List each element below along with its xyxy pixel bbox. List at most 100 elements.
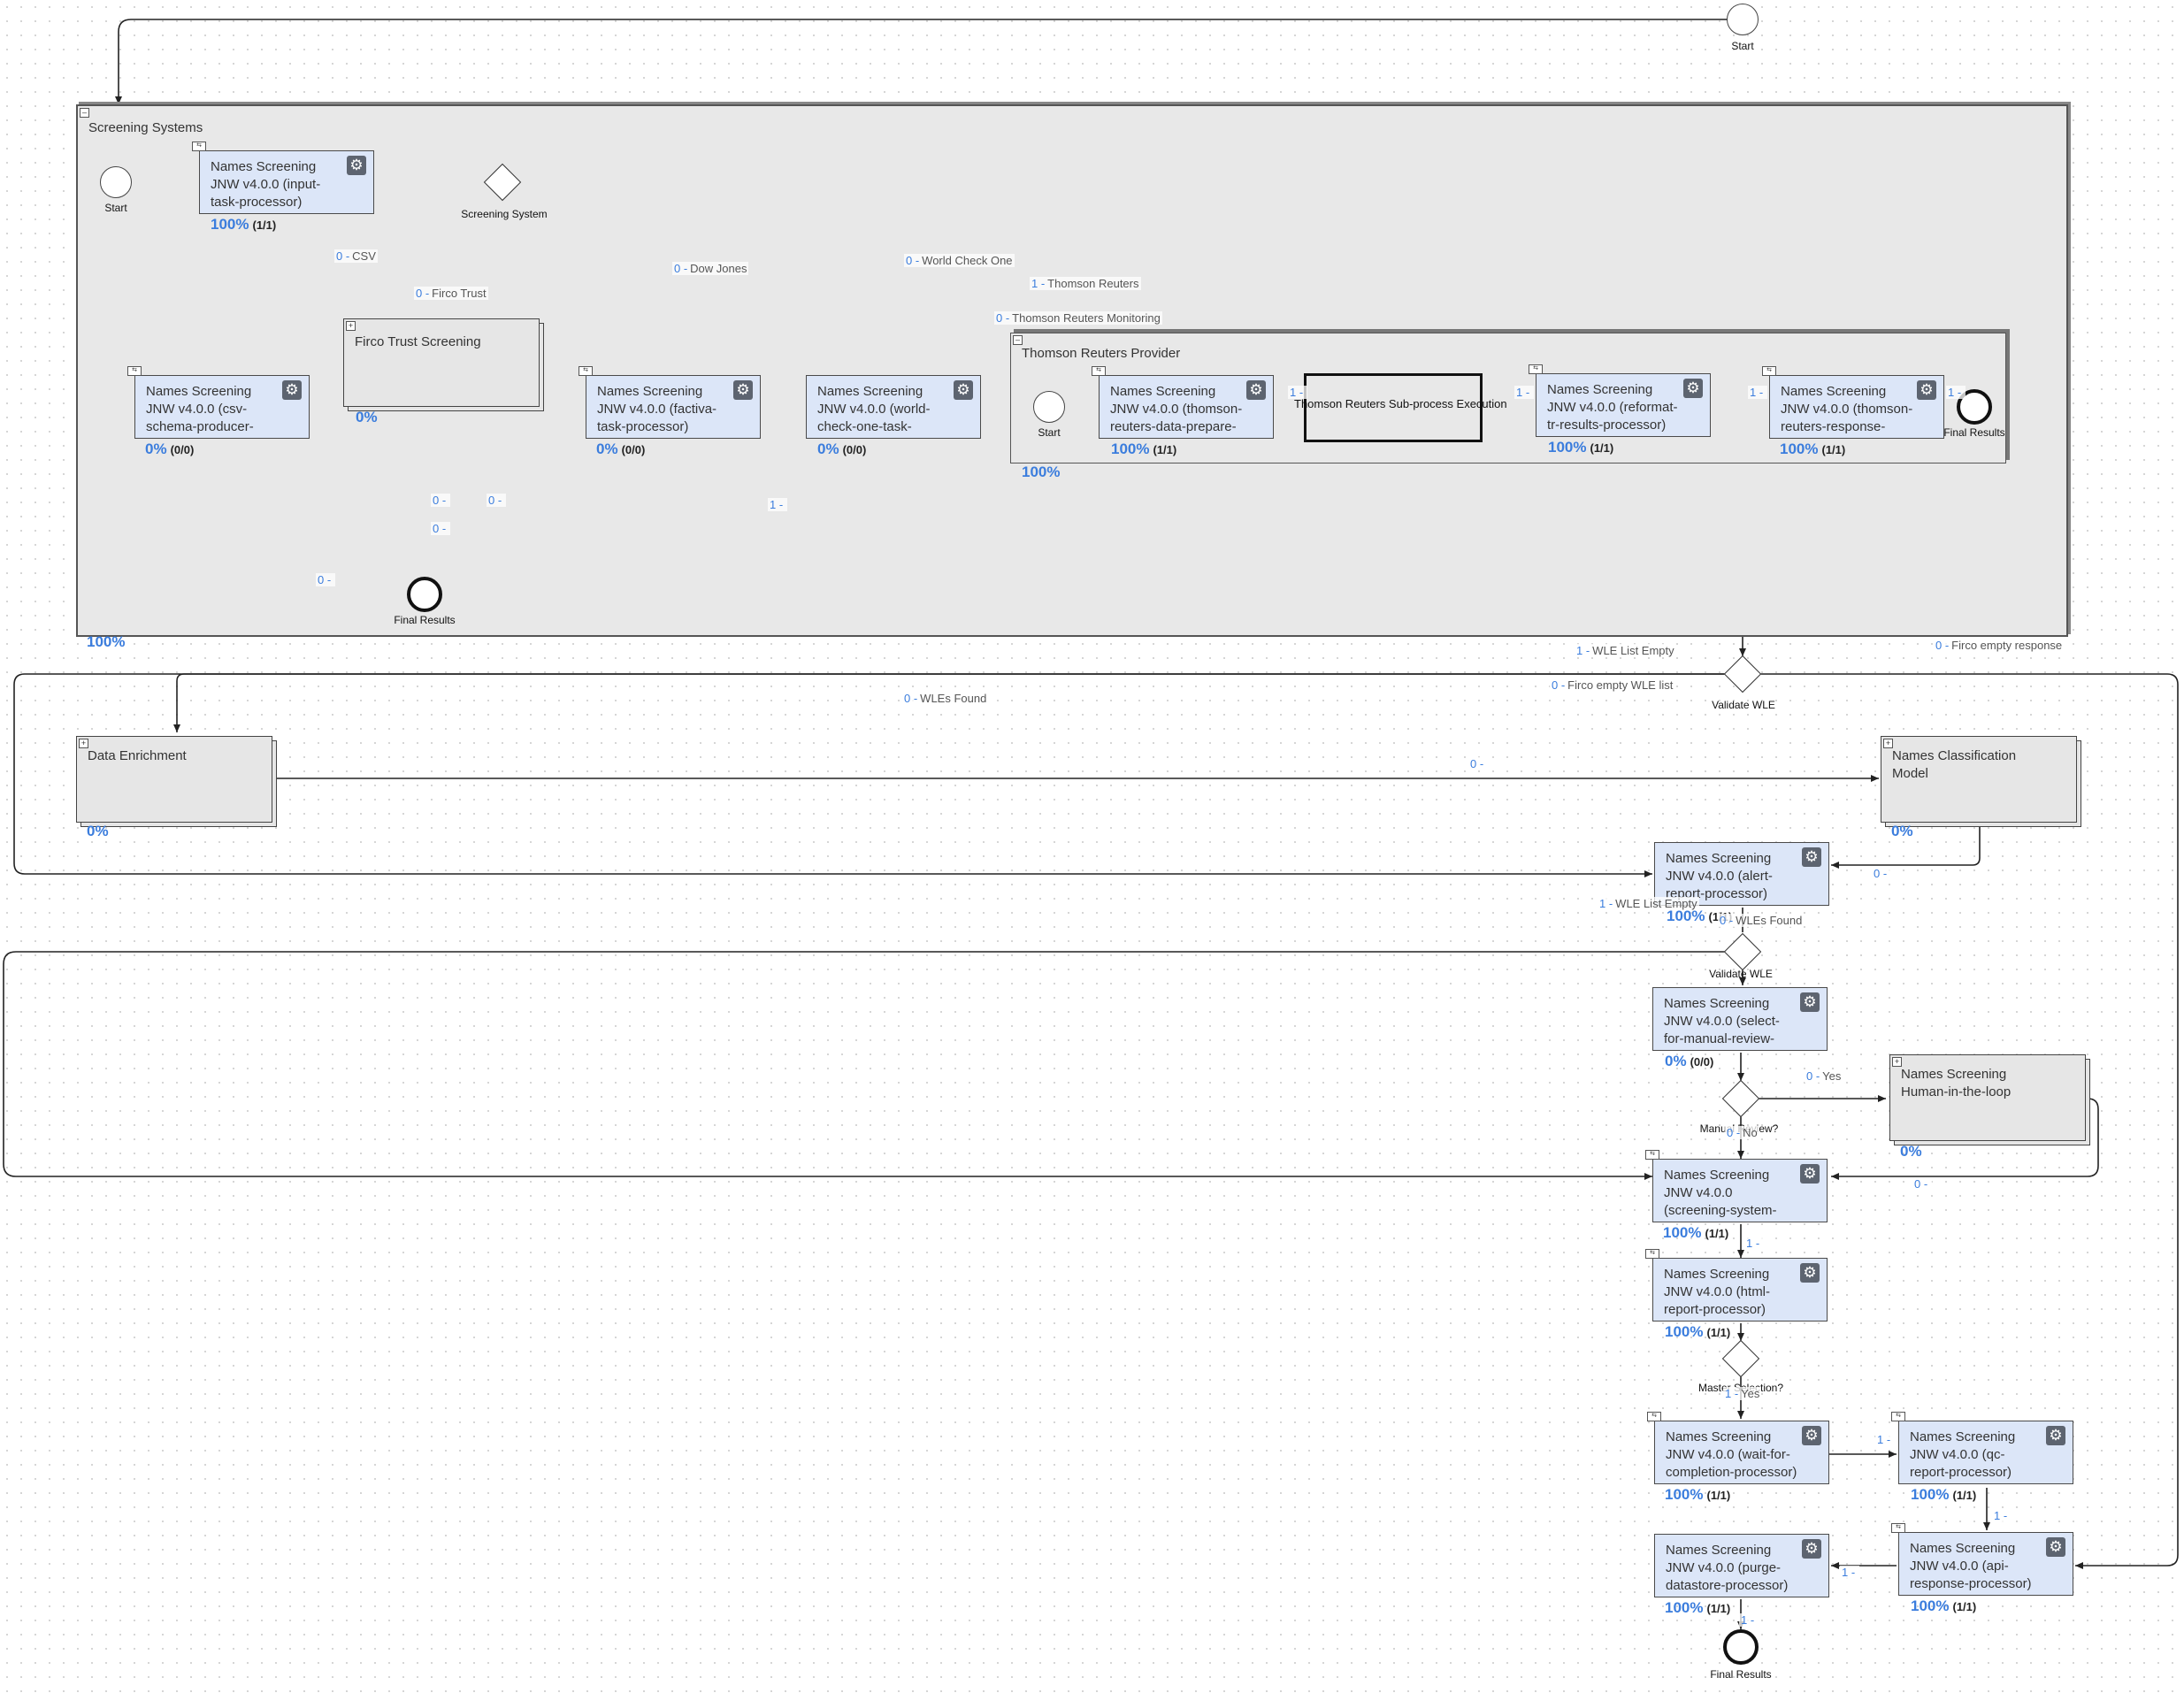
gear-icon[interactable]: ⚙ bbox=[1917, 380, 1936, 400]
pool-start-label: Start bbox=[104, 202, 127, 214]
tr-pool-title: Thomson Reuters Provider bbox=[1022, 346, 1181, 361]
task-api-response-processor[interactable]: ⇆ Names Screening JNW v4.0.0 (api- respo… bbox=[1891, 1523, 2073, 1596]
task-label: Names Screening JNW v4.0.0 (factiva- tas… bbox=[597, 384, 717, 434]
service-task-icon: ⇆ bbox=[1891, 1412, 1905, 1421]
task-label: Names Screening JNW v4.0.0 (qc- report-p… bbox=[1910, 1429, 2016, 1480]
task-tr-reformat-processor[interactable]: ⇆ Names Screening JNW v4.0.0 (reformat- … bbox=[1529, 364, 1711, 437]
edge-label: 1 - bbox=[1739, 1613, 1759, 1627]
gear-icon[interactable]: ⚙ bbox=[2046, 1537, 2065, 1557]
task-alert-report-processor[interactable]: Names Screening JNW v4.0.0 (alert- repor… bbox=[1654, 842, 1829, 906]
edge-label-yes-1: 0 -Yes bbox=[1805, 1069, 1843, 1083]
task-factiva-processor[interactable]: ⇆ Names Screening JNW v4.0.0 (factiva- t… bbox=[579, 366, 761, 439]
edge-label-tr-monitoring: 0 -Thomson Reuters Monitoring bbox=[994, 311, 1162, 325]
expand-icon[interactable]: + bbox=[346, 321, 356, 331]
edge-v2-loop bbox=[3, 951, 1725, 1180]
subprocess-data-enrichment[interactable]: + Data Enrichment bbox=[76, 736, 272, 823]
task-label: Names Screening JNW v4.0.0 (thomson- reu… bbox=[1781, 384, 1913, 438]
task-label: Names Screening JNW v4.0.0 (api- respons… bbox=[1910, 1541, 2032, 1591]
subprocess-firco-trust[interactable]: + Firco Trust Screening bbox=[343, 318, 540, 407]
gear-icon[interactable]: ⚙ bbox=[1800, 1164, 1820, 1184]
gear-icon[interactable]: ⚙ bbox=[1802, 847, 1821, 867]
task-tr-response-processor[interactable]: ⇆ Names Screening JNW v4.0.0 (thomson- r… bbox=[1762, 366, 1944, 439]
task-label: Names Screening JNW v4.0.0 (select- for-… bbox=[1664, 996, 1780, 1050]
expand-icon[interactable]: + bbox=[1892, 1057, 1902, 1067]
top-start-event[interactable] bbox=[1727, 4, 1759, 35]
edge-label: 1 - bbox=[1840, 1566, 1860, 1579]
service-task-icon: ⇆ bbox=[1891, 1523, 1905, 1533]
edge-label-firco-empty: 0 -Firco empty response bbox=[1934, 639, 2065, 652]
edge-label: 0 - bbox=[431, 494, 451, 507]
service-task-icon: ⇆ bbox=[127, 366, 142, 376]
edge-label: 0 - bbox=[1912, 1177, 1933, 1191]
edge-label-thomson-reuters: 1 -Thomson Reuters bbox=[1030, 277, 1141, 290]
subprocess-tr-execution[interactable]: Thomson Reuters Sub-process Execution bbox=[1294, 373, 1507, 442]
pool-percent: 100% bbox=[87, 633, 126, 650]
expand-icon[interactable]: + bbox=[79, 739, 88, 748]
service-task-icon: ⇆ bbox=[1647, 1412, 1661, 1421]
gear-icon[interactable]: ⚙ bbox=[1683, 379, 1703, 398]
gateway-label: Validate WLE bbox=[1712, 699, 1775, 711]
task-screening-system-report[interactable]: ⇆ Names Screening JNW v4.0.0 (screening-… bbox=[1645, 1150, 1828, 1222]
task-world-check-processor[interactable]: Names Screening JNW v4.0.0 (world- check… bbox=[806, 375, 981, 439]
task-input-processor[interactable]: ⇆ Names Screening JNW v4.0.0 (input- tas… bbox=[192, 142, 374, 214]
task-percent: 100%(1/1) bbox=[1780, 440, 1846, 457]
task-tr-prepare-processor[interactable]: ⇆ Names Screening JNW v4.0.0 (thomson- r… bbox=[1092, 366, 1274, 439]
subprocess-label: Thomson Reuters Sub-process Execution bbox=[1294, 397, 1507, 410]
service-task-icon: ⇆ bbox=[1092, 366, 1106, 376]
tr-start-event[interactable] bbox=[1033, 391, 1065, 423]
edge-v1-api bbox=[1760, 673, 2179, 1569]
task-percent: 100%(1/1) bbox=[1911, 1597, 1977, 1614]
task-percent: 0%(0/0) bbox=[1665, 1053, 1714, 1069]
task-percent: 100%(1/1) bbox=[1663, 1224, 1729, 1241]
edge-label-wle-empty-1: 1 -WLE List Empty bbox=[1575, 644, 1676, 657]
service-task-icon: ⇆ bbox=[192, 142, 206, 151]
top-start-label: Start bbox=[1731, 40, 1754, 52]
gateway-label: Validate WLE bbox=[1709, 968, 1773, 980]
gear-icon[interactable]: ⚙ bbox=[2046, 1426, 2065, 1445]
task-label: Names Screening JNW v4.0.0 (wait-for- co… bbox=[1666, 1429, 1797, 1480]
gear-icon[interactable]: ⚙ bbox=[733, 380, 753, 400]
task-csv-processor[interactable]: ⇆ Names Screening JNW v4.0.0 (csv- schem… bbox=[127, 366, 310, 439]
edge-label: 0 - bbox=[487, 494, 507, 507]
task-label: Names Screening JNW v4.0.0 (input- task-… bbox=[211, 159, 321, 210]
edge-label-yes-2: 1 -Yes bbox=[1723, 1387, 1762, 1400]
task-percent: 100%(1/1) bbox=[1911, 1486, 1977, 1503]
task-percent: 100%(1/1) bbox=[211, 216, 277, 233]
subprocess-label: Names Screening Human-in-the-loop bbox=[1901, 1067, 2012, 1099]
subprocess-percent: 0% bbox=[87, 823, 109, 839]
pool-end-event[interactable] bbox=[407, 577, 442, 612]
task-label: Names Screening JNW v4.0.0 (purge- datas… bbox=[1666, 1543, 1789, 1593]
gear-icon[interactable]: ⚙ bbox=[347, 156, 366, 175]
final-end-event[interactable] bbox=[1723, 1629, 1759, 1665]
edge-label-world-check: 0 -World Check One bbox=[904, 254, 1015, 267]
task-purge-datastore[interactable]: Names Screening JNW v4.0.0 (purge- datas… bbox=[1654, 1534, 1829, 1597]
task-select-manual-review[interactable]: Names Screening JNW v4.0.0 (select- for-… bbox=[1652, 987, 1828, 1051]
edge-label-firco: 0 -Firco Trust bbox=[414, 287, 488, 300]
collapse-icon[interactable]: – bbox=[80, 108, 89, 118]
gear-icon[interactable]: ⚙ bbox=[1802, 1539, 1821, 1559]
subprocess-names-classification[interactable]: + Names Classification Model bbox=[1881, 736, 2077, 823]
subprocess-human-in-the-loop[interactable]: + Names Screening Human-in-the-loop bbox=[1889, 1054, 2086, 1141]
task-percent: 100%(1/1) bbox=[1665, 1323, 1731, 1340]
task-label: Names Screening JNW v4.0.0 (thomson- reu… bbox=[1110, 384, 1243, 438]
gear-icon[interactable]: ⚙ bbox=[282, 380, 302, 400]
task-wait-for-completion[interactable]: ⇆ Names Screening JNW v4.0.0 (wait-for- … bbox=[1647, 1412, 1829, 1484]
gear-icon[interactable]: ⚙ bbox=[954, 380, 973, 400]
gear-icon[interactable]: ⚙ bbox=[1802, 1426, 1821, 1445]
task-percent: 100%(1/1) bbox=[1111, 440, 1177, 457]
task-html-report-processor[interactable]: ⇆ Names Screening JNW v4.0.0 (html- repo… bbox=[1645, 1249, 1828, 1321]
pool-end-label: Final Results bbox=[394, 614, 456, 626]
subprocess-percent: 0% bbox=[356, 409, 378, 425]
edge-label: 1 - bbox=[1748, 386, 1768, 399]
gear-icon[interactable]: ⚙ bbox=[1800, 1263, 1820, 1283]
pool-start-event[interactable] bbox=[100, 166, 132, 198]
gear-icon[interactable]: ⚙ bbox=[1246, 380, 1266, 400]
task-percent: 100%(1/1) bbox=[1548, 439, 1614, 456]
edge-label: 1 - bbox=[1744, 1237, 1765, 1250]
gear-icon[interactable]: ⚙ bbox=[1800, 992, 1820, 1012]
expand-icon[interactable]: + bbox=[1883, 739, 1893, 748]
tr-end-event[interactable] bbox=[1957, 389, 1992, 425]
edge-label-wles-found-2: 0 -WLEs Found bbox=[1718, 914, 1805, 927]
task-qc-report-processor[interactable]: ⇆ Names Screening JNW v4.0.0 (qc- report… bbox=[1891, 1412, 2073, 1484]
collapse-icon[interactable]: – bbox=[1013, 335, 1023, 345]
